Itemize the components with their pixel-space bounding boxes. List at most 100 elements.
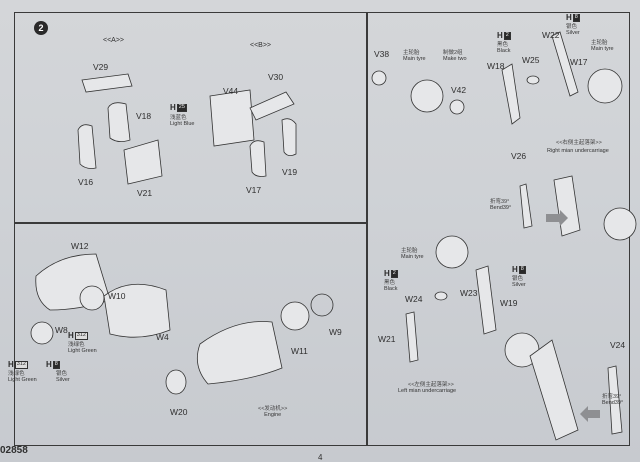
left-uc-text: Left mian undercarriage (398, 388, 457, 395)
label-w19: W19 (500, 298, 518, 308)
main-tyre-note: 主轮胎 Main tyre (403, 50, 426, 63)
label-w8: W8 (55, 325, 68, 335)
part-w10-drawing (79, 285, 105, 311)
part-v26-drawing (519, 183, 533, 229)
label-v19: V19 (282, 167, 298, 177)
right-undercarriage-title: <<右侧主起落架>> (556, 140, 602, 146)
engine-body-drawing (196, 321, 283, 385)
engine-text: Engine (264, 412, 282, 419)
make-two-note: 制做2组 Make two (443, 50, 467, 63)
product-code: 02858 (0, 445, 28, 456)
paint-light-green-b-text: 浅绿色 Light Green (8, 371, 37, 384)
paint-silver-low-cn: 银色 (56, 371, 68, 377)
label-w23: W23 (460, 288, 478, 298)
part-v24-drawing (607, 365, 623, 435)
paint-callout-light-green-a: H 312 (68, 332, 88, 340)
step-number-badge: 2 (34, 21, 48, 35)
main-tyre-top-drawing (410, 79, 444, 113)
label-v21: V21 (137, 188, 153, 198)
part-v16-drawing (77, 124, 97, 169)
bend-note-upper: 折弯39° Bend39° (490, 199, 511, 212)
label-w21: W21 (378, 334, 396, 344)
label-w20: W20 (170, 407, 188, 417)
right-wheel-assembled-drawing (603, 207, 637, 241)
bend-cn: 折弯39° (490, 199, 510, 205)
paint-silver-low-name: Silver (56, 377, 70, 384)
part-w18-drawing (501, 63, 521, 125)
part-v30-drawing (249, 91, 295, 121)
main-tyre-mid-note: 主轮胎 Main tyre (401, 248, 424, 261)
paint-light-blue-name: Light Blue (170, 121, 195, 128)
panel-lower-left (14, 222, 368, 446)
paint-light-blue-text: 浅蓝色 Light Blue (170, 115, 194, 128)
left-undercarriage-title: <<左侧主起落架>> Left mian undercarriage (398, 382, 456, 395)
label-v30: V30 (268, 72, 284, 82)
label-w17: W17 (570, 57, 588, 67)
paint-code: 2 (390, 270, 398, 278)
paint-callout-silver-top: H 8 (566, 14, 580, 22)
label-w22: W22 (542, 30, 560, 40)
paint-black-mid-cn: 黑色 (384, 280, 396, 286)
main-tyre-mid-drawing (435, 235, 469, 269)
paint-black-mid-name: Black (384, 286, 398, 293)
part-v44-drawing (209, 89, 255, 147)
label-w25: W25 (522, 55, 540, 65)
part-v21-drawing (123, 139, 163, 185)
paint-code: 8 (52, 361, 60, 369)
paint-silver-low-text: 银色 Silver (56, 371, 70, 384)
paint-silver-mid-text: 银色 Silver (512, 276, 526, 289)
label-w12: W12 (71, 241, 89, 251)
make-two-cn: 制做2组 (443, 50, 463, 56)
paint-silver-top-cn: 银色 (566, 24, 578, 30)
part-w8-drawing (30, 321, 54, 345)
label-w9: W9 (329, 327, 342, 337)
paint-silver-mid-name: Silver (512, 282, 526, 289)
paint-code: 8 (572, 14, 580, 22)
paint-h-marker: H (566, 13, 572, 22)
paint-light-green-b-cn: 浅绿色 (8, 371, 25, 377)
main-tyre-right-text: Main tyre (591, 46, 614, 53)
main-tyre-right-cn: 主轮胎 (591, 40, 608, 46)
main-tyre-cn: 主轮胎 (403, 50, 420, 56)
part-w20-drawing (165, 369, 187, 395)
right-uc-cn: <<右侧主起落架>> (556, 140, 602, 146)
part-v18-drawing (107, 102, 131, 142)
page-number: 4 (318, 453, 323, 462)
arrow-right-upper (546, 210, 568, 226)
paint-callout-black-top: H 2 (497, 32, 511, 40)
paint-light-green-a-text: 浅绿色 Light Green (68, 342, 97, 355)
part-w9-drawing (310, 293, 334, 317)
paint-black-top-cn: 黑色 (497, 42, 509, 48)
paint-callout-silver-low: H 8 (46, 361, 60, 369)
paint-light-green-b-name: Light Green (8, 377, 37, 384)
paint-h-marker: H (512, 265, 518, 274)
label-v38: V38 (374, 49, 390, 59)
paint-silver-mid-cn: 银色 (512, 276, 524, 282)
section-a-label: <<A>> (103, 37, 125, 44)
left-strut-drawing (529, 339, 579, 441)
part-w17-drawing (551, 31, 579, 97)
arrow-left-lower (580, 406, 600, 422)
bend-text: Bend39° (490, 205, 512, 212)
label-w4: W4 (156, 332, 169, 342)
paint-callout-light-green-b: H 312 (8, 361, 28, 369)
main-tyre-right-note: 主轮胎 Main tyre (591, 40, 614, 53)
part-w4-drawing (103, 283, 171, 338)
paint-h-marker: H (497, 31, 503, 40)
main-tyre-mid-cn: 主轮胎 (401, 248, 418, 254)
part-v17-drawing (249, 140, 267, 177)
label-v44: V44 (223, 86, 239, 96)
main-tyre-mid-text: Main tyre (401, 254, 424, 261)
label-v18: V18 (136, 111, 152, 121)
section-b-label: <<B>> (250, 42, 272, 49)
engine-cn: <<发动机>> (258, 406, 288, 412)
label-v26: V26 (511, 151, 527, 161)
part-v42-drawing (449, 99, 465, 115)
part-w21-drawing (405, 311, 419, 363)
paint-callout-silver-mid: H 8 (512, 266, 526, 274)
right-uc-text: Right mian undercarriage (547, 148, 609, 154)
panel-upper-left (14, 12, 368, 224)
part-v19-drawing (281, 118, 297, 156)
part-w11-drawing (280, 301, 310, 331)
